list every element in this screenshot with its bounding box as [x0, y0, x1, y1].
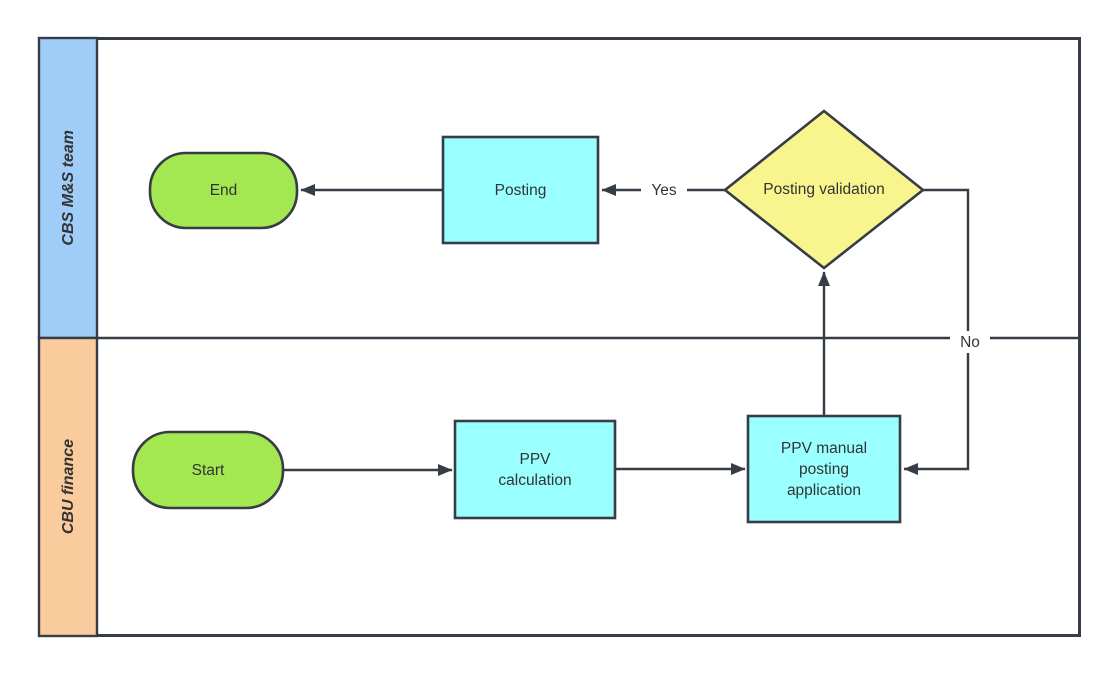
edge-validation-to-ppv-manual-no: [903, 188, 970, 475]
node-posting-process: [441, 135, 600, 245]
node-start-terminator: [131, 430, 285, 510]
node-end-terminator: [148, 151, 299, 230]
node-ppv-calculation-process: [453, 419, 617, 520]
lane-header-cbu-finance: [37, 336, 99, 638]
node-posting-validation-decision: [722, 109, 926, 270]
lane-header-cbs-ms-team: [37, 36, 99, 340]
node-ppv-manual-posting-process: [746, 414, 902, 524]
